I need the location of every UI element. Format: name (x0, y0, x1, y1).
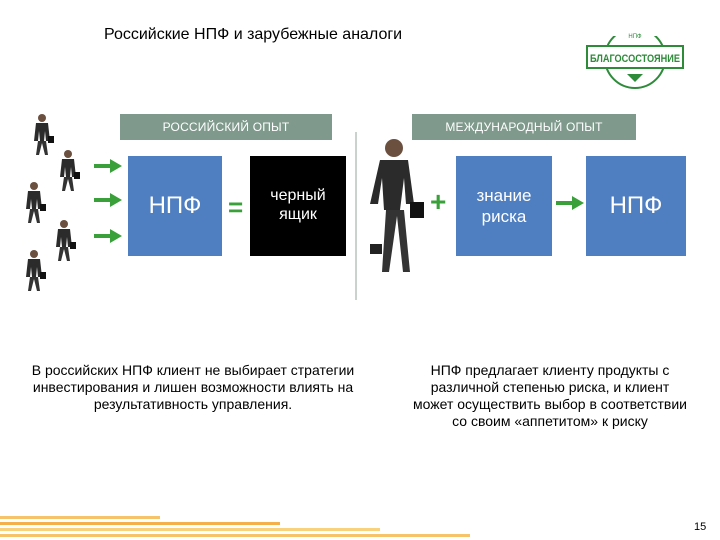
international-experience-band: МЕЖДУНАРОДНЫЙ ОПЫТ (412, 114, 636, 140)
footer-stripes (0, 516, 470, 537)
npf-russian-box: НПФ (128, 156, 222, 256)
risk-knowledge-box: знание риска (456, 156, 552, 256)
arrow-right-icon (556, 196, 584, 210)
equals-sign: = (228, 192, 244, 222)
npf-international-box: НПФ (586, 156, 686, 256)
people-group-icon (26, 114, 80, 291)
arrows-icon (94, 159, 122, 243)
risk-line2: риска (481, 207, 527, 226)
black-box: черный ящик (250, 156, 346, 256)
businessman-icon (370, 139, 424, 272)
logo-top-text: НПФ (628, 34, 642, 40)
international-description: НПФ предлагает клиенту продукты с различ… (413, 362, 687, 429)
black-box-line2: ящик (279, 206, 317, 223)
plus-sign: + (430, 186, 447, 217)
logo-main-text: БЛАГОСОСТОЯНИЕ (590, 53, 680, 65)
slide-title: Российские НПФ и зарубежные аналоги (104, 26, 403, 43)
blagosostoyanie-logo: НПФ БЛАГОСОСТОЯНИЕ (586, 26, 684, 89)
russian-experience-band: РОССИЙСКИЙ ОПЫТ (120, 114, 332, 140)
section-divider (355, 132, 357, 300)
russian-description: В российских НПФ клиент не выбирает стра… (31, 362, 355, 412)
page-number: 15 (694, 521, 707, 533)
risk-line1: знание (476, 186, 532, 205)
black-box-line1: черный (270, 187, 326, 204)
